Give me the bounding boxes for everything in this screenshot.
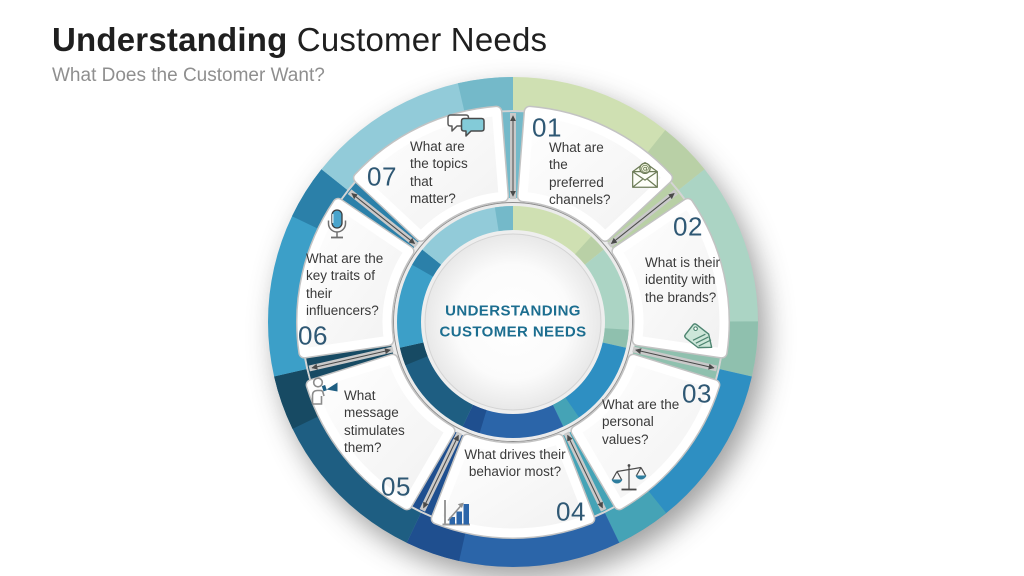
inner-ring-facet-03 bbox=[552, 397, 580, 427]
ring-facet-07 bbox=[457, 77, 513, 116]
petal-06 bbox=[297, 199, 414, 358]
bar-chart-icon bbox=[436, 492, 476, 532]
petal-07 bbox=[354, 107, 508, 241]
announcer-megaphone-icon bbox=[306, 372, 348, 412]
petal-05 bbox=[307, 355, 455, 509]
price-tag-icon bbox=[680, 318, 722, 360]
inner-ring-segment-02 bbox=[584, 249, 629, 348]
inner-ring-facet-05 bbox=[399, 342, 428, 366]
segment-02-number: 02 bbox=[673, 211, 703, 242]
segment-07-number: 07 bbox=[367, 161, 397, 192]
segment-01-number: 01 bbox=[532, 112, 562, 143]
connector-line bbox=[635, 348, 715, 370]
ring-facet-03 bbox=[604, 487, 667, 543]
segment-07-question: What are the topics that matter? bbox=[410, 139, 468, 206]
page-title: Understanding Customer Needs bbox=[52, 21, 548, 58]
connector-line bbox=[567, 434, 603, 509]
inner-ring-segment-07 bbox=[422, 206, 513, 265]
ring-segment-06 bbox=[267, 169, 348, 377]
segment-04-number: 04 bbox=[556, 496, 586, 527]
segment-04-question: What drives their behavior most? bbox=[464, 447, 566, 480]
hub-outline-circle bbox=[393, 202, 633, 442]
envelope-at-icon: @ bbox=[626, 156, 664, 192]
chat-bubbles-icon bbox=[444, 108, 488, 146]
segment-05-question: What message stimulates them? bbox=[344, 388, 405, 455]
slide-header: Understanding Customer Needs What Does t… bbox=[52, 21, 548, 87]
inner-ring-facet-07 bbox=[494, 206, 513, 232]
segment-03-number: 03 bbox=[682, 378, 712, 409]
petal-03 bbox=[571, 355, 719, 509]
segment-02-question: What is their identity with the brands? bbox=[645, 255, 721, 305]
petal-02 bbox=[612, 199, 729, 358]
segment-06-number: 06 bbox=[298, 320, 328, 351]
inner-ring-segment-03 bbox=[552, 342, 627, 427]
page-title-regular: Customer Needs bbox=[287, 21, 548, 58]
inner-ring-segment-05 bbox=[399, 342, 474, 427]
segment-01-question: What are the preferred channels? bbox=[549, 140, 611, 207]
segment-05-number: 05 bbox=[381, 471, 411, 502]
svg-text:@: @ bbox=[641, 164, 650, 174]
inner-ring-facet-02 bbox=[602, 328, 629, 348]
center-label: UNDERSTANDING CUSTOMER NEEDS bbox=[439, 302, 587, 341]
ring-facet-01 bbox=[644, 130, 705, 190]
inner-ring-segment-04 bbox=[462, 404, 564, 438]
connector-line bbox=[311, 348, 391, 370]
center-circle bbox=[424, 233, 602, 411]
petal-04 bbox=[432, 434, 594, 538]
page-title-bold: Understanding bbox=[52, 21, 288, 58]
balance-scale-icon bbox=[608, 458, 650, 498]
inner-ring-facet-06 bbox=[412, 249, 442, 277]
connector-line bbox=[423, 434, 459, 509]
connector-line bbox=[610, 193, 675, 244]
ring-facet-06 bbox=[292, 169, 348, 231]
segment-03-question: What are the personal values? bbox=[602, 397, 680, 447]
microphone-icon bbox=[320, 205, 354, 251]
inner-ring-facet-04 bbox=[462, 404, 487, 434]
page-subtitle: What Does the Customer Want? bbox=[52, 65, 325, 87]
inner-ring-facet-01 bbox=[575, 236, 604, 265]
petal-01 bbox=[518, 107, 672, 241]
segment-06-question: What are the key traits of their influen… bbox=[306, 251, 384, 318]
connector-line bbox=[351, 193, 416, 244]
